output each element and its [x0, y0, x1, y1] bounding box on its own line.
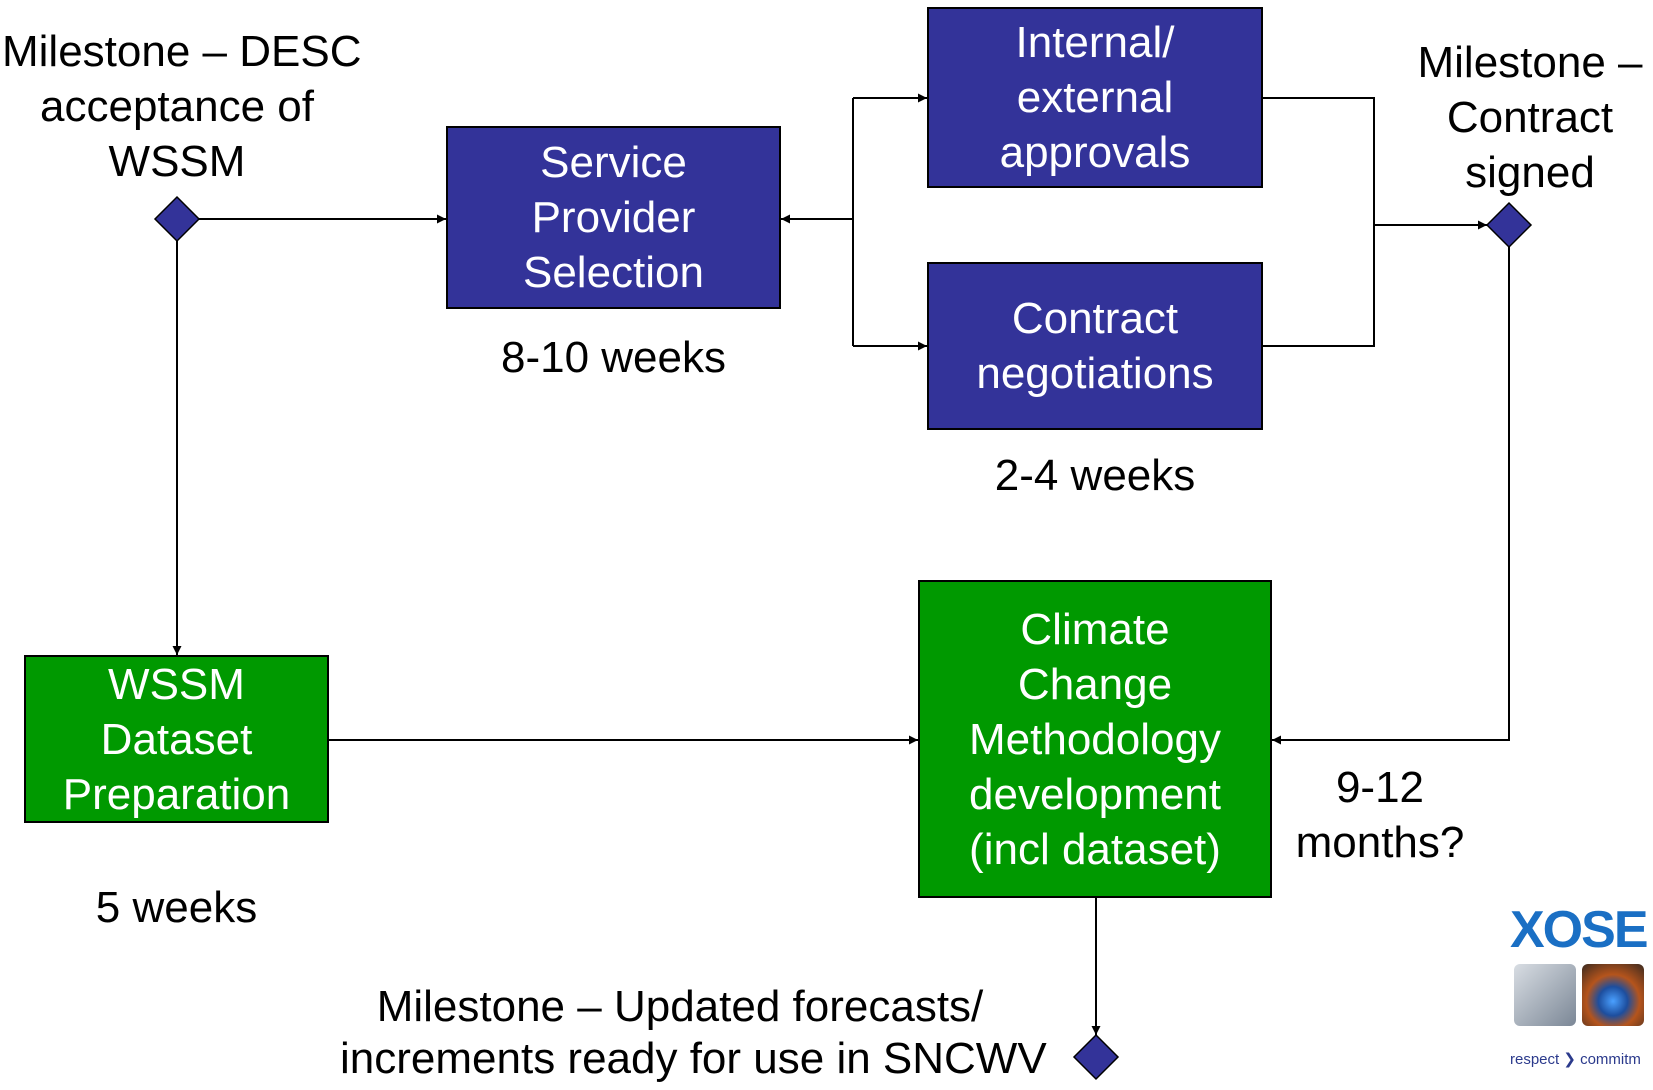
milestone-contract-line-3: signed	[1465, 148, 1595, 197]
connector-contract-to-climate	[1272, 247, 1510, 745]
approvals-line-1: Internal/	[1015, 18, 1175, 67]
duration-service-provider-selection: 8-10 weeks	[500, 333, 726, 382]
milestone-desc-line-2: acceptance of	[40, 82, 314, 131]
milestone-contract-line-1: Milestone –	[1417, 38, 1643, 87]
gas-meter-photo-icon	[1514, 964, 1576, 1026]
wssm-line-3: Preparation	[62, 769, 291, 819]
approvals-line-2: external	[1016, 73, 1174, 122]
milestone-desc-line-1: Milestone – DESC	[2, 27, 362, 76]
internal-external-approvals-box: Internal/ external approvals	[927, 7, 1263, 188]
duration-wssm-dataset-preparation: 5 weeks	[95, 883, 258, 932]
logo-tagline: respect ❯ commitm	[1510, 1051, 1641, 1068]
milestone-forecasts-line-1: Milestone – Updated forecasts/	[376, 982, 984, 1031]
milestone-contract-signed-diamond	[1485, 201, 1533, 249]
climate-line-4: development	[969, 769, 1221, 819]
milestone-contract-line-2: Contract	[1446, 93, 1614, 142]
wssm-line-1: WSSM	[108, 659, 245, 709]
logo-wordmark: XOSE	[1510, 901, 1648, 959]
climate-line-3: Methodology	[969, 714, 1221, 764]
climate-line-1: Climate	[1020, 604, 1170, 654]
climate-line-5: (incl dataset)	[969, 824, 1221, 874]
milestone-contract-signed-label: Milestone – Contract signed	[1395, 35, 1653, 200]
connector-approvals-bracket	[1263, 97, 1375, 347]
service-provider-selection-line-2: Provider	[531, 193, 696, 242]
milestone-forecasts-label: Milestone – Updated forecasts/ increment…	[340, 981, 1047, 1085]
gas-flame-photo-icon	[1582, 964, 1644, 1026]
wssm-dataset-preparation-box: WSSM Dataset Preparation	[24, 655, 329, 823]
duration-contract-negotiations: 2-4 weeks	[994, 451, 1196, 500]
climate-change-methodology-box: Climate Change Methodology development (…	[918, 580, 1272, 898]
approvals-line-3: approvals	[999, 128, 1191, 177]
negotiations-line-1: Contract	[1011, 294, 1179, 343]
wssm-line-2: Dataset	[100, 714, 253, 764]
milestone-desc-diamond	[153, 195, 201, 243]
climate-line-2: Change	[1017, 659, 1173, 709]
milestone-forecasts-line-2: increments ready for use in SNCWV	[340, 1034, 1047, 1083]
duration-climate-change-methodology: 9-12 months?	[1280, 760, 1480, 870]
negotiations-line-2: negotiations	[976, 349, 1214, 398]
milestone-desc-line-3: WSSM	[108, 137, 246, 186]
milestone-desc-label: Milestone – DESC acceptance of WSSM	[2, 24, 362, 189]
duration-climate-line-1: 9-12	[1335, 763, 1425, 812]
service-provider-selection-line-3: Selection	[522, 248, 704, 297]
milestone-forecasts-diamond	[1072, 1033, 1120, 1081]
service-provider-selection-box: Service Provider Selection	[446, 126, 781, 309]
service-provider-selection-line-1: Service	[540, 138, 687, 187]
duration-climate-line-2: months?	[1295, 818, 1465, 867]
xoserve-logo: XOSE respect ❯ commitm	[1510, 900, 1653, 1090]
contract-negotiations-box: Contract negotiations	[927, 262, 1263, 430]
